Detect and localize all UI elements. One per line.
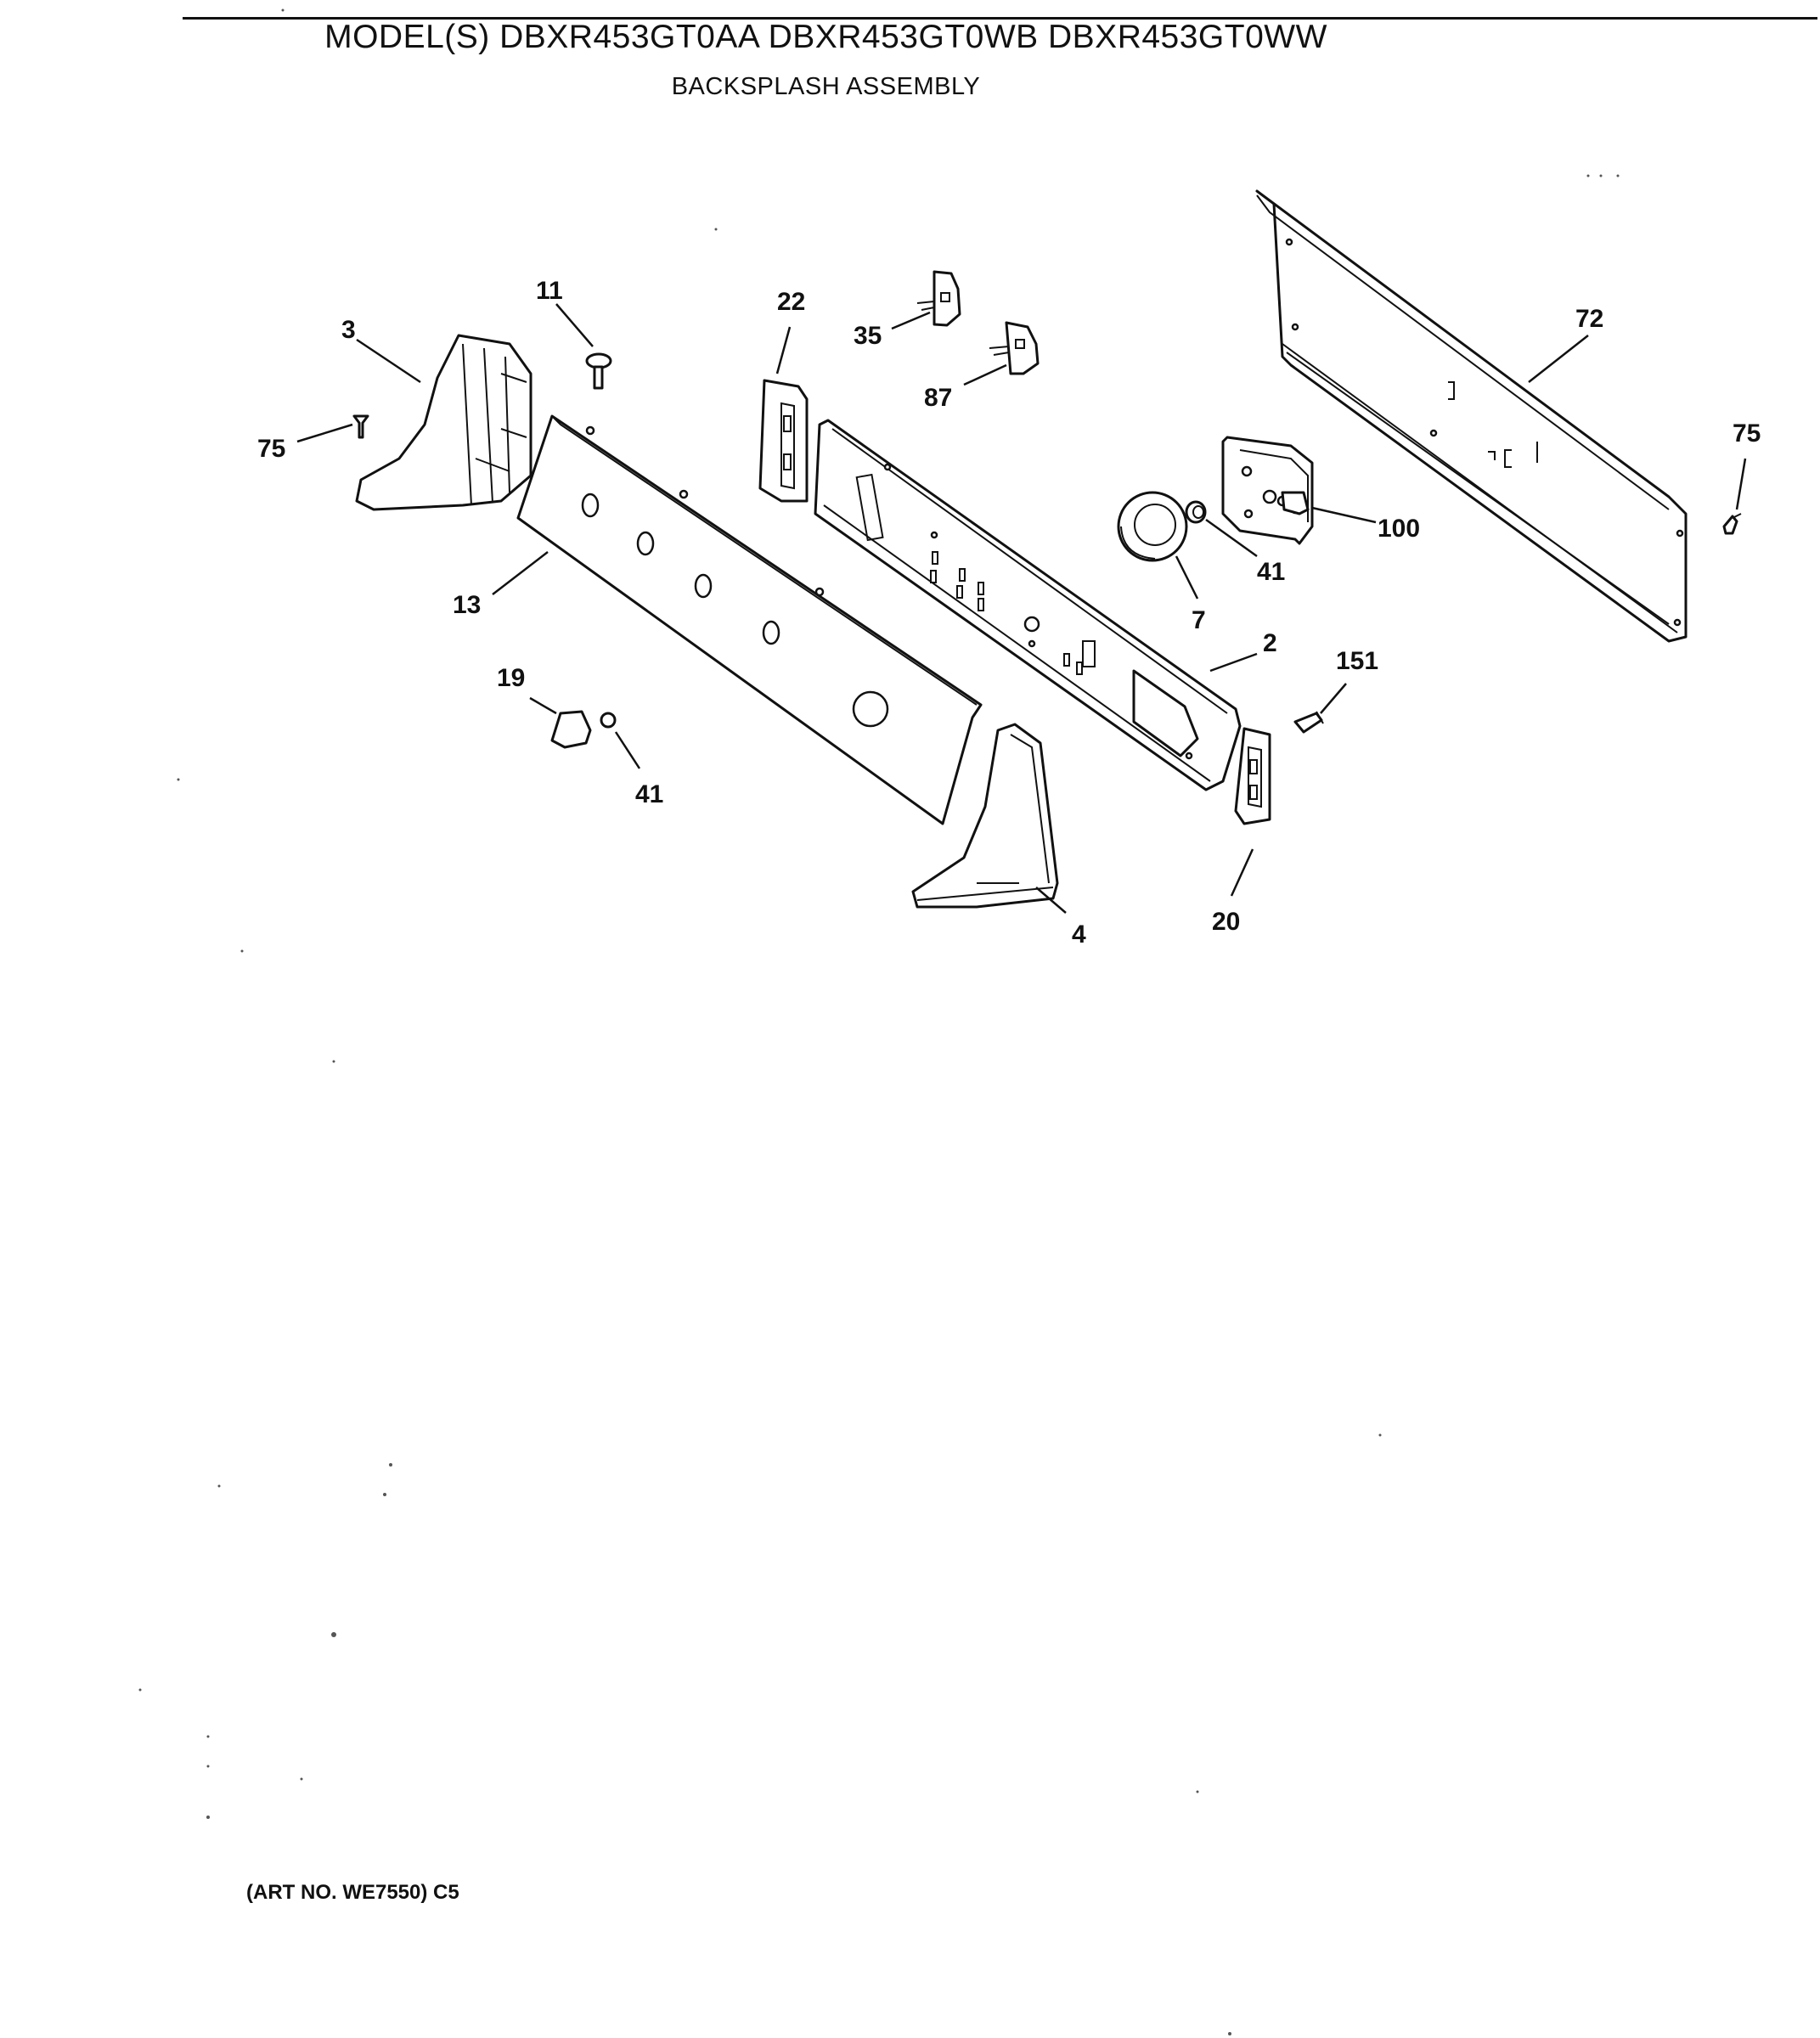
part-35-switch [916, 270, 961, 327]
callout-41-right: 41 [1257, 558, 1285, 586]
part-22-left-bracket [758, 379, 809, 503]
part-100-timer [1221, 436, 1314, 545]
top-rule [183, 17, 1817, 20]
callout-22: 22 [777, 288, 805, 316]
part-151-screw [1293, 711, 1324, 734]
callout-11: 11 [536, 277, 563, 305]
part-19-knob [550, 710, 592, 749]
callout-72: 72 [1575, 305, 1603, 333]
part-72-rear-panel [1255, 189, 1688, 643]
part-75-right-screw [1722, 513, 1742, 535]
part-13-control-panel [516, 414, 983, 825]
art-number: (ART NO. WE7550) C5 [246, 1881, 459, 1904]
callout-151: 151 [1336, 647, 1378, 675]
callout-87: 87 [924, 384, 952, 412]
callout-19: 19 [497, 664, 525, 692]
callout-3: 3 [341, 316, 356, 344]
callout-13: 13 [453, 591, 481, 619]
callout-41-left: 41 [635, 780, 663, 808]
part-3-left-end-cap [355, 334, 532, 511]
scan-specks [138, 8, 1620, 2035]
callout-35: 35 [854, 322, 882, 350]
callout-labels: 3 11 75 13 22 35 87 72 75 100 41 7 2 151… [257, 277, 1761, 949]
part-20-right-bracket [1234, 727, 1271, 825]
callout-75-left: 75 [257, 435, 285, 463]
part-87-switch [989, 321, 1040, 375]
callout-20: 20 [1212, 908, 1240, 936]
part-41-right-bushing [1185, 500, 1207, 524]
part-75-left-screw [352, 414, 369, 439]
part-2-panel-frame [814, 419, 1242, 791]
part-4-right-end-cap [911, 723, 1059, 909]
callout-100: 100 [1378, 515, 1420, 543]
callout-75-right: 75 [1733, 419, 1761, 448]
part-11-screw [585, 352, 612, 390]
part-41-left-bushing [600, 712, 617, 729]
part-7-timer-knob [1117, 491, 1188, 562]
page-subtitle: BACKSPLASH ASSEMBLY [671, 73, 981, 100]
callout-7: 7 [1192, 606, 1206, 634]
leader-lines [296, 303, 1747, 914]
page-title: MODEL(S) DBXR453GT0AA DBXR453GT0WB DBXR4… [324, 19, 1327, 55]
callout-4: 4 [1072, 920, 1086, 949]
callout-2: 2 [1263, 629, 1277, 657]
